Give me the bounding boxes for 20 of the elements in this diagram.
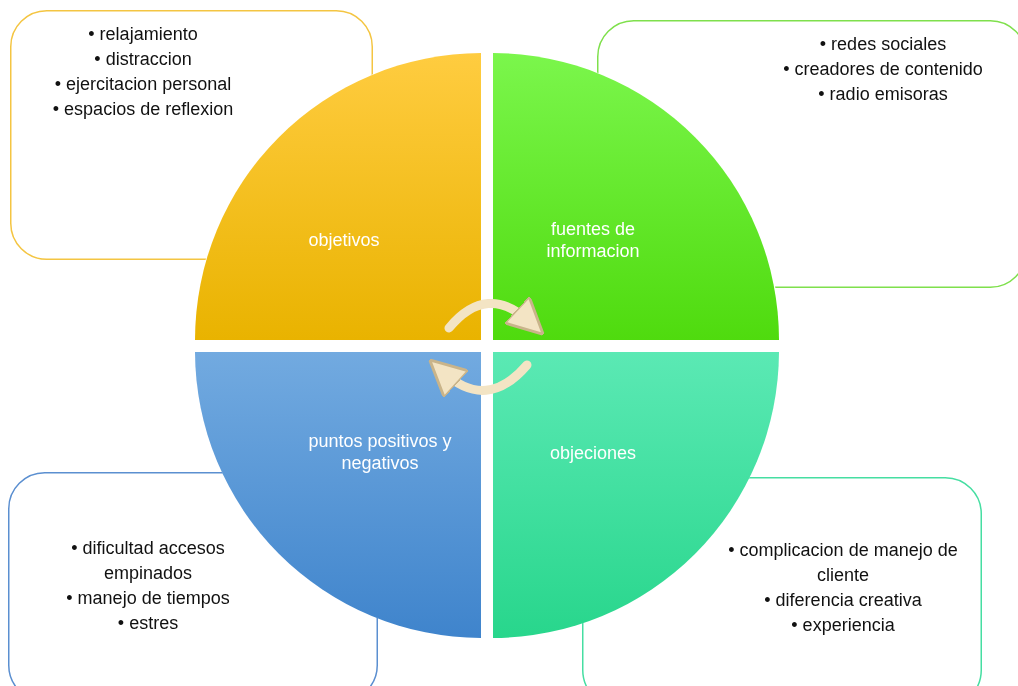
cycle-arrow (444, 295, 546, 336)
bullet-item: • manejo de tiempos (65, 587, 231, 610)
bullet-item: • relajamiento (87, 23, 199, 46)
rounded-box (582, 477, 982, 686)
bullet-item: • estres (116, 612, 180, 635)
bullet-item: • redes sociales (818, 33, 948, 56)
bullet-item: • diferencia creativa (763, 589, 923, 612)
bullet-item: • distraccion (93, 48, 193, 71)
bullet-item: • experiencia (790, 614, 896, 637)
bullet-item: • dificultad accesos empinados (70, 537, 226, 585)
bullet-item: • espacios de reflexion (51, 98, 235, 121)
bullet-item: • ejercitacion personal (53, 73, 233, 96)
segment-label: fuentes de informacion (545, 218, 641, 262)
segment-label: objeciones (548, 442, 638, 464)
bullet-item: • complicacion de manejo de cliente (727, 539, 959, 587)
bullet-item: • radio emisoras (817, 83, 949, 106)
rounded-box (8, 472, 378, 686)
segment-label: objetivos (307, 229, 381, 251)
bullet-item: • creadores de contenido (782, 58, 984, 81)
segment-label: puntos positivos y negativos (307, 430, 453, 474)
